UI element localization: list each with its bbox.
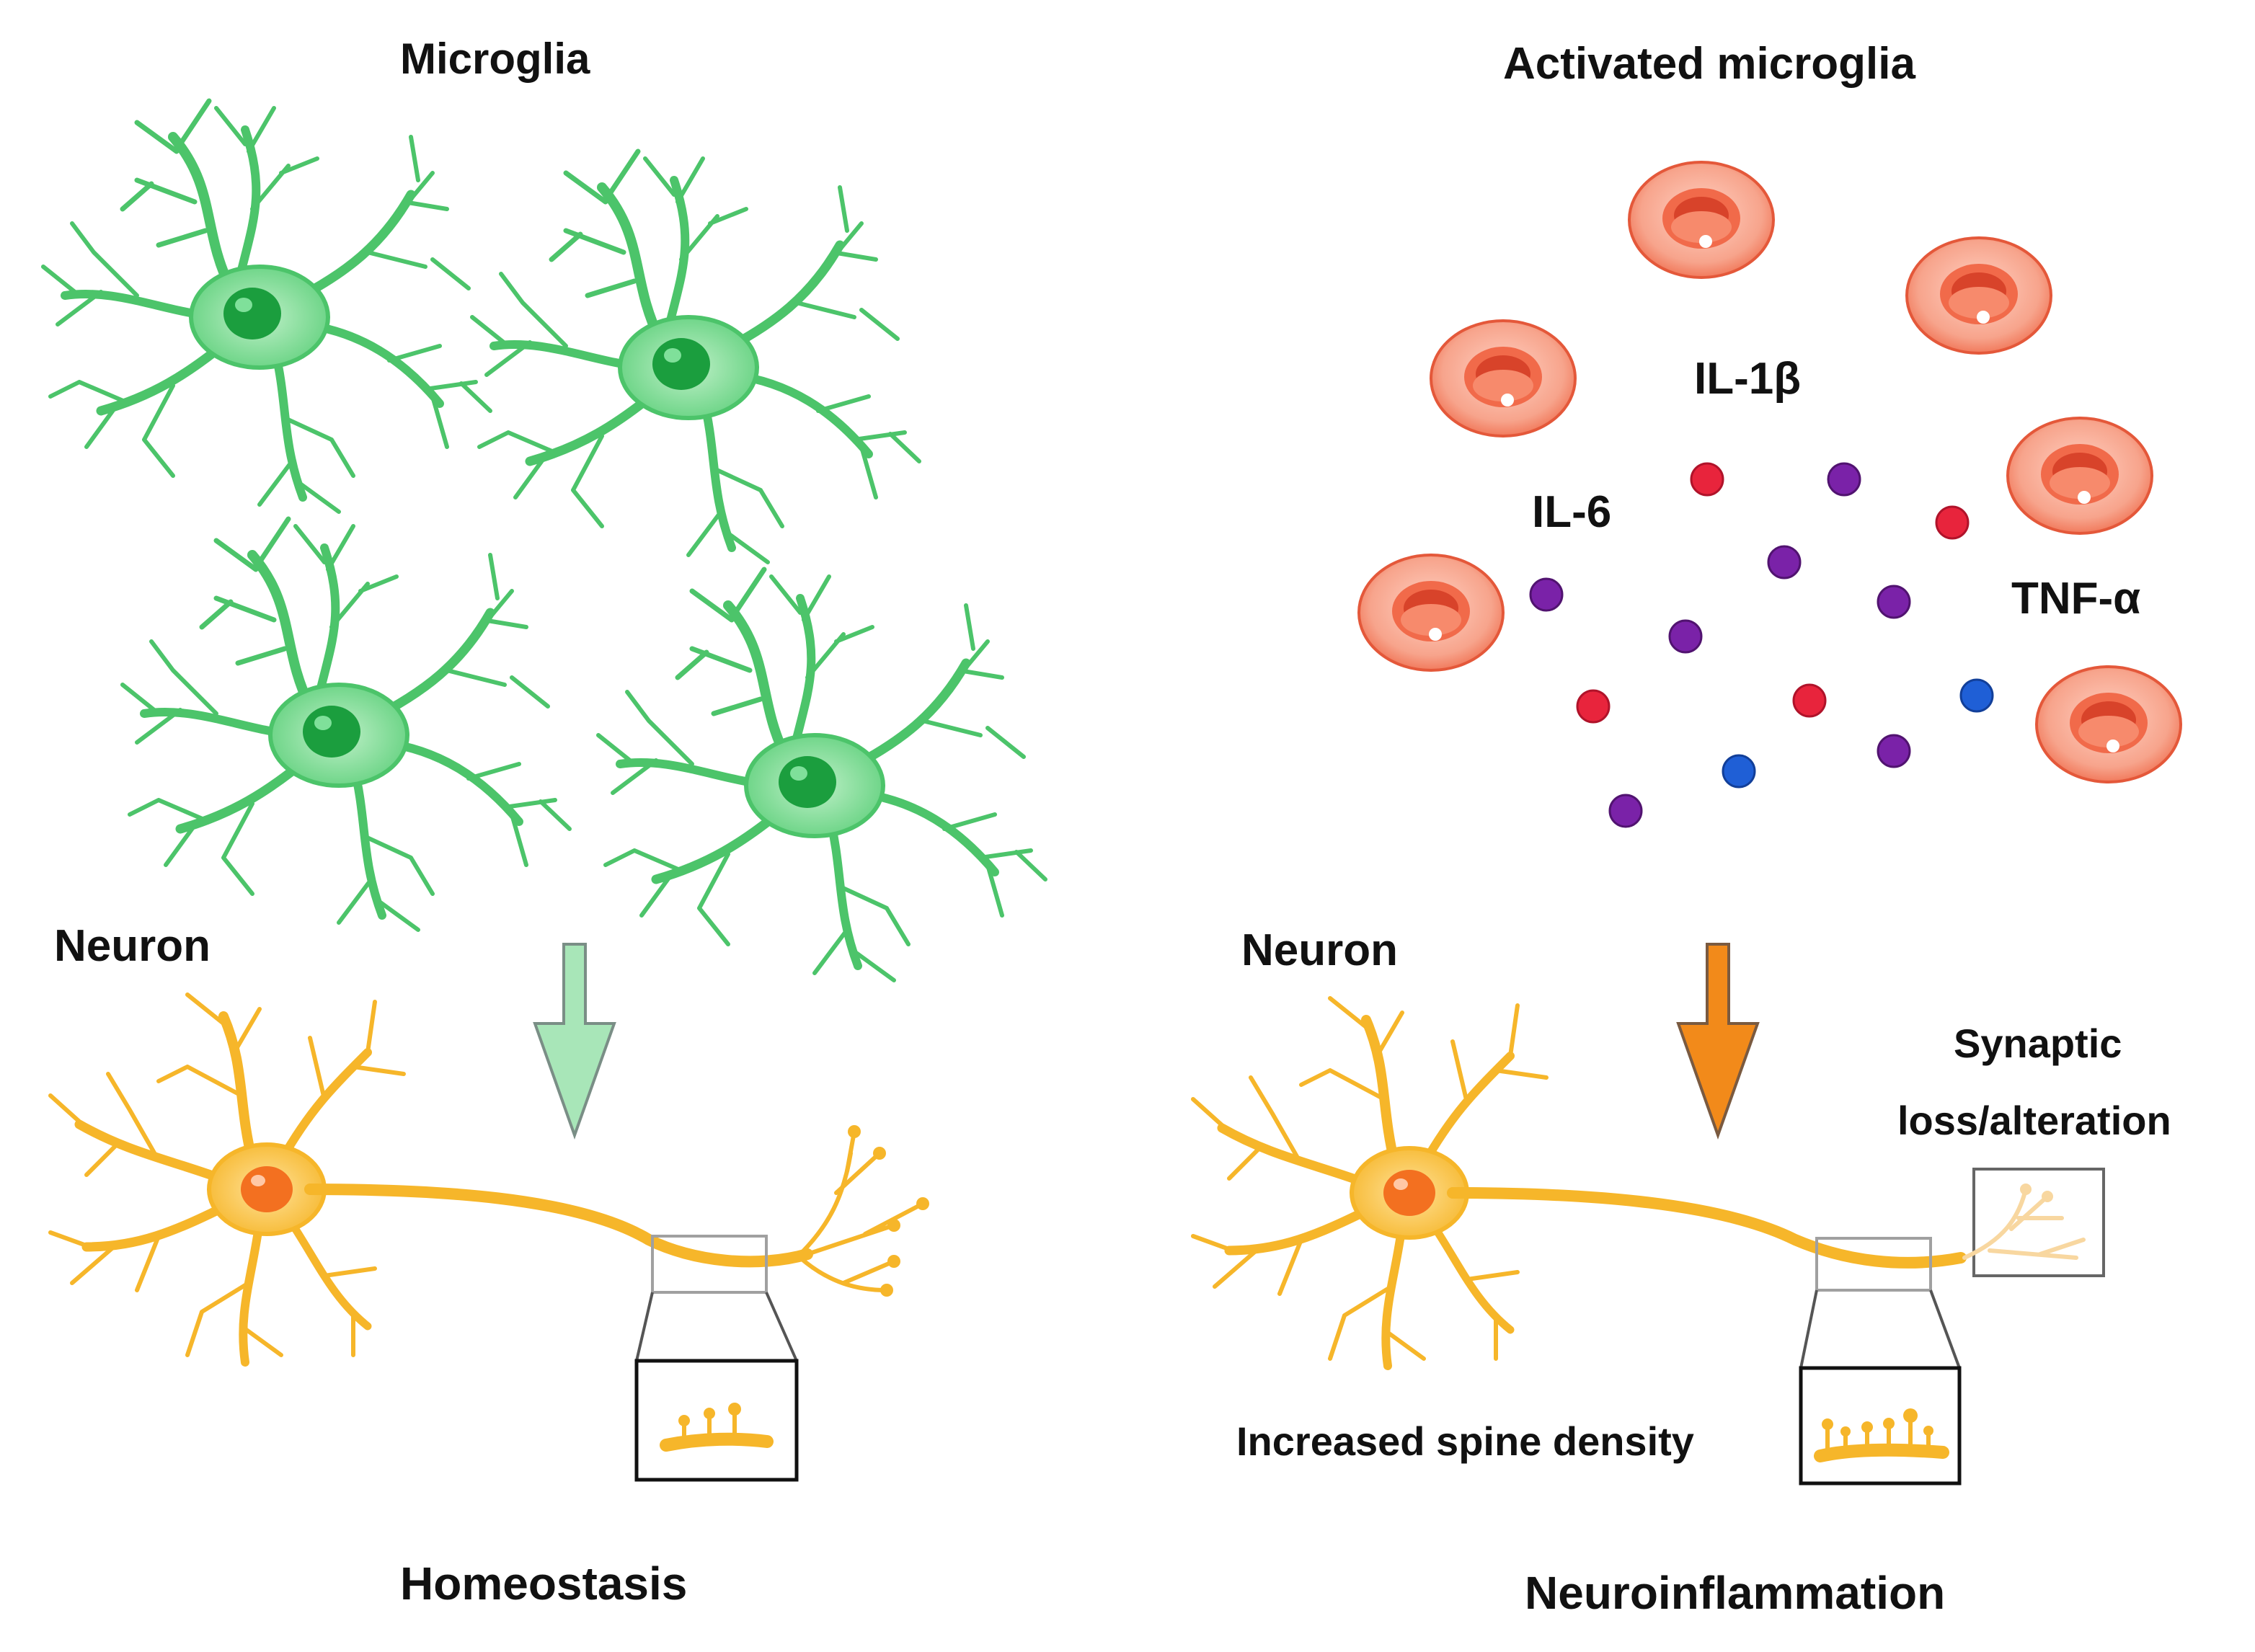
cytokine-dot-purple [1529,577,1564,612]
left-neuron-label: Neuron [54,921,211,971]
cytokine-dot-blue [1722,754,1756,789]
cytokine-dot-red [1576,689,1611,724]
healthy-axon-highlight [635,1235,798,1362]
homeostasis-arrow [533,943,616,1140]
activated-microglia-4 [2006,417,2153,535]
cytokine-dot-purple [1767,545,1802,579]
il6-label: IL-6 [1532,487,1612,537]
activated-microglia-5 [1357,554,1505,672]
cytokine-dot-blue [1959,678,1994,713]
cytokine-dot-red [1690,462,1724,497]
resting-microglia-3 [123,519,570,930]
activated-microglia-6 [2035,665,2182,783]
activated-microglia-3 [1430,319,1577,438]
cytokine-dot-purple [1608,794,1643,828]
resting-microglia-2 [472,151,919,562]
il1b-label: IL-1β [1694,354,1802,404]
neuroinflammation-arrow [1676,943,1760,1140]
microglia-title: Microglia [400,35,590,83]
spine-density-label: Increased spine density [1236,1418,1694,1464]
synaptic-label-line1: Synaptic [1954,1021,2122,1066]
synaptic-loss-highlight [1962,1168,2105,1277]
cytokine-dot-purple [1668,619,1703,654]
cytokine-dot-purple [1827,462,1861,497]
activated-microglia-1 [1628,161,1775,279]
resting-microglia-4 [598,569,1045,980]
inflamed-axon-highlight [1799,1237,1961,1369]
cytokine-dots [1529,462,1994,828]
inflamed-spine-zoom [1799,1366,1962,1486]
synaptic-label-line2: loss/alteration [1897,1098,2171,1143]
inflamed-neuron [1193,998,1967,1366]
resting-microglia-1 [43,101,490,512]
activated-microglia-2 [1905,236,2052,355]
healthy-neuron [50,995,929,1362]
cytokine-dot-red [1935,505,1970,540]
homeostasis-label: Homeostasis [400,1558,688,1609]
cytokine-dot-purple [1877,585,1911,619]
activated-microglia-title: Activated microglia [1503,39,1915,89]
tnfa-label: TNF-α [2011,574,2141,623]
healthy-spine-zoom [634,1359,799,1482]
right-neuron-label: Neuron [1241,925,1398,975]
neuroinflammation-label: Neuroinflammation [1525,1567,1946,1619]
cytokine-dot-purple [1877,734,1911,768]
cytokine-dot-red [1792,683,1827,718]
